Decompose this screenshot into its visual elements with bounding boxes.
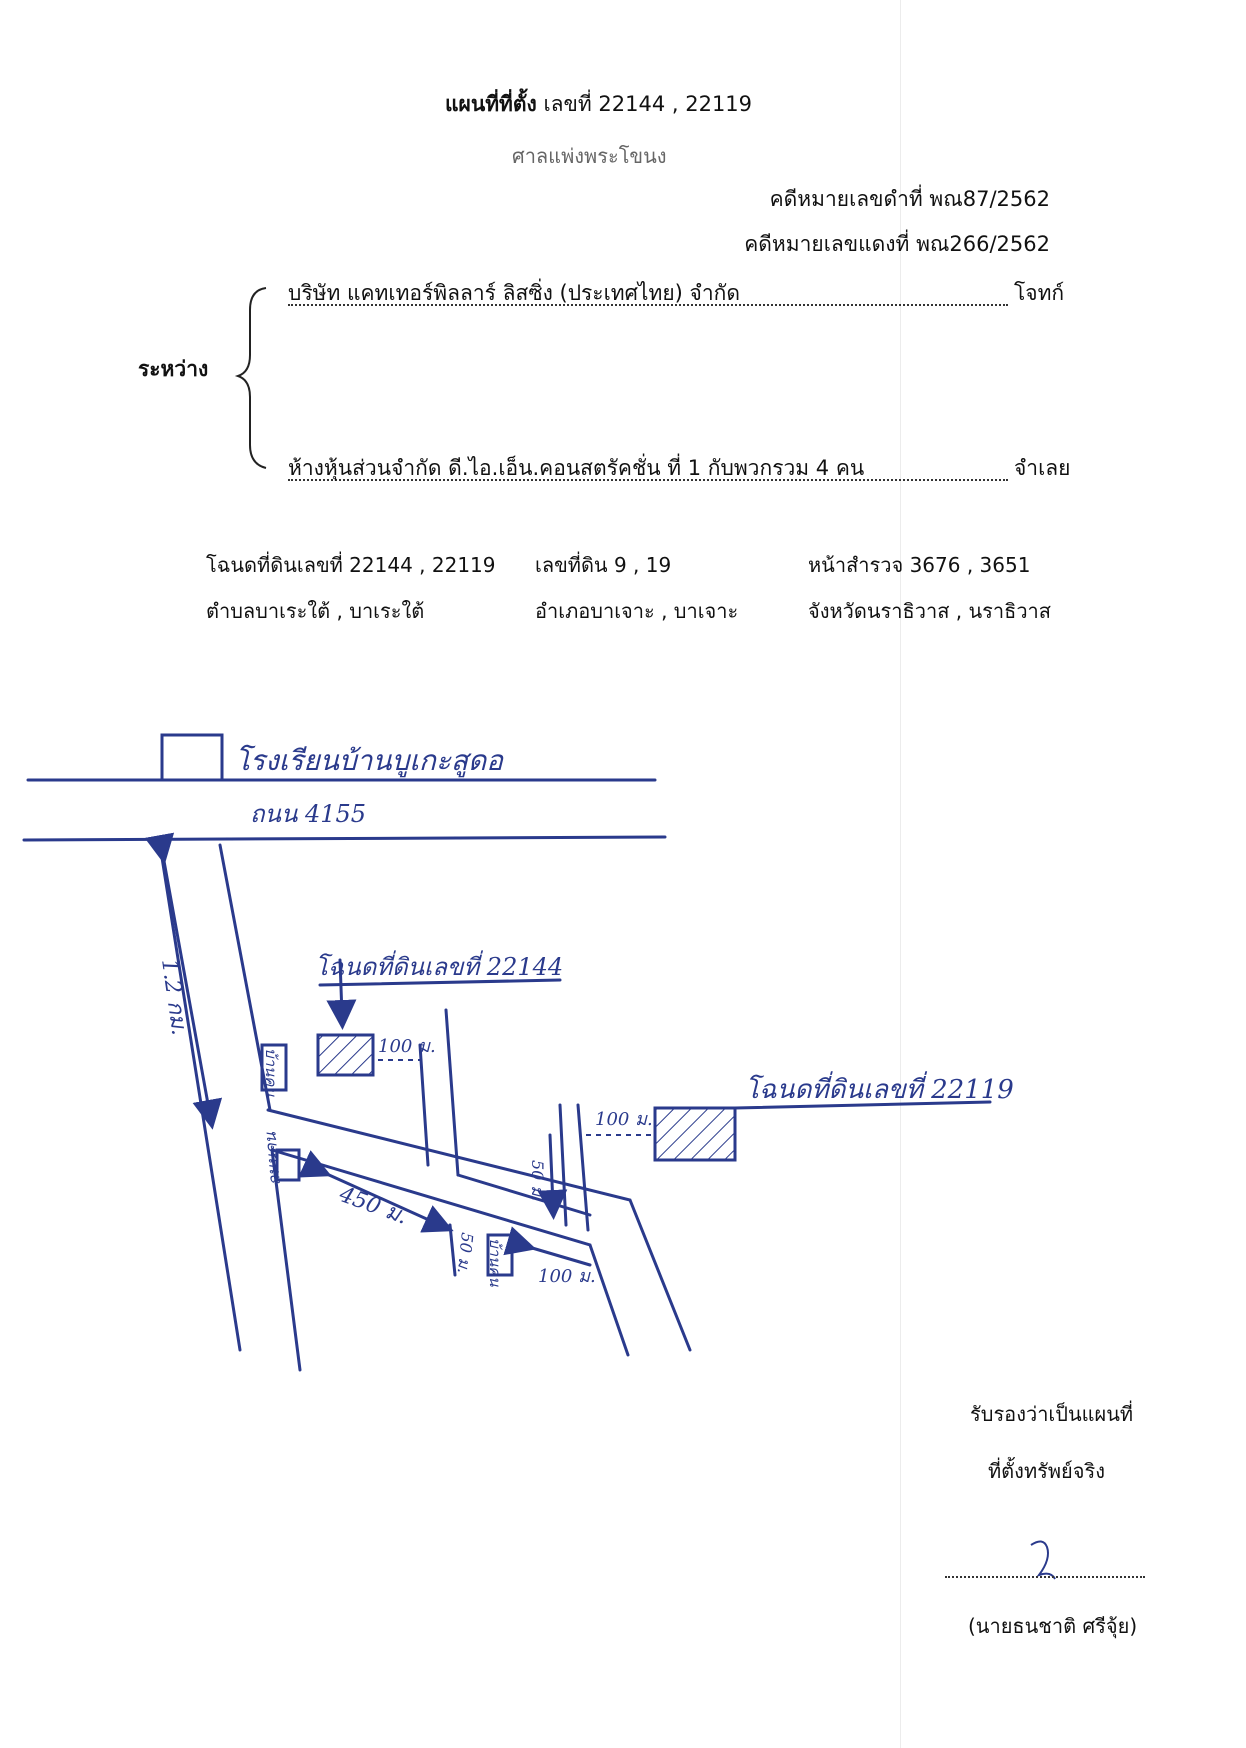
party-brace [234,287,267,469]
deed-22144-label: โฉนดที่ดินเลขที่ 22144 [315,950,563,981]
parcel-22144 [316,1033,375,1077]
plaintiff-line: บริษัท แคทเทอร์พิลลาร์ ลิสซิ่ง (ประเทศไท… [288,283,1008,306]
paper-fold-line [900,0,901,1748]
school-label: โรงเรียนบ้านบูเกะสูดอ [235,744,504,778]
road-4155-label: ถนน 4155 [250,800,366,828]
land-number: เลขที่ดิน 9 , 19 [535,553,672,577]
handwritten-signature [1030,1540,1056,1580]
parcel-22119 [653,1106,737,1162]
side-lane-1-left [418,1043,430,1167]
side-lane-1-right [444,1008,460,1177]
underline-deed-22144 [318,978,562,987]
distance-100m-b: 100 ม. [595,1109,653,1130]
diagonal-road-top-edge [266,1108,692,1352]
province: จังหวัดนราธิวาส , นราธิวาส [808,599,1051,623]
district: อำเภอบาเจาะ , บาเจาะ [535,599,739,623]
map-title-number: เลขที่ 22144 , 22119 [543,92,753,116]
arrow-50m-a [537,1133,568,1220]
arrow-450m [298,1150,454,1233]
plaintiff-role: โจทก์ [1014,281,1065,305]
descending-road-right-edge-lower [270,1148,302,1372]
house-box-a [260,1043,288,1092]
red-case-number: คดีหมายเลขแดงที่ พณ266/2562 [744,232,1050,256]
house-label-a: บ้านคน [262,1048,280,1097]
descending-road-left-edge [158,843,242,1352]
diagonal-road-bottom-edge [270,1148,630,1357]
distance-100m-c: 100 ม. [538,1266,596,1287]
subdistrict: ตำบลบาเระใต้ , บาเระใต้ [206,599,425,623]
connector-road [456,1173,592,1217]
underline-deed-22119 [733,1100,992,1110]
deed-22119-label: โฉนดที่ดินเลขที่ 22119 [745,1071,1014,1105]
pointer-deed-22144 [326,958,357,1030]
bottom-road-label: ถนนคน [260,1131,284,1187]
distance-50m-b: 50 ม. [454,1232,477,1275]
side-lane-2-right [576,1103,590,1232]
school-building [160,733,224,782]
defendant-role: จำเลย [1014,456,1071,480]
signer-name: (นายธนชาติ ศรีจุ้ย) [968,1614,1138,1638]
arrow-1-2km [144,832,223,1130]
signature-line [945,1576,1145,1578]
map-title: แผนที่ที่ตั้ง [445,92,537,116]
defendant-line: ห้างหุ้นส่วนจำกัด ดี.ไอ.เอ็น.คอนสตรัคชั่… [288,458,1008,481]
distance-100m-a: 100 ม. [378,1036,436,1057]
court-name: ศาลแพ่งพระโขนง [512,144,667,168]
road-4155-bottom-edge [22,835,667,842]
certify-line-2: ที่ตั้งทรัพย์จริง [988,1459,1105,1483]
between-label: ระหว่าง [138,357,209,381]
map-title-line: แผนที่ที่ตั้ง เลขที่ 22144 , 22119 [445,94,752,115]
deed-number: โฉนดที่ดินเลขที่ 22144 , 22119 [206,553,496,577]
arrow-100m-c [503,1226,592,1267]
arrow-50m-b [448,1223,457,1277]
certify-line-1: รับรองว่าเป็นแผนที่ [970,1402,1134,1426]
distance-50m-a: 50 ม. [528,1160,547,1201]
defendant-name: ห้างหุ้นส่วนจำกัด ดี.ไอ.เอ็น.คอนสตรัคชั่… [288,458,1008,481]
plaintiff-name: บริษัท แคทเทอร์พิลลาร์ ลิสซิ่ง (ประเทศไท… [288,283,1008,306]
house-label-b: บ้านคน [486,1238,504,1287]
black-case-number: คดีหมายเลขดำที่ พณ87/2562 [769,187,1050,211]
survey-page: หน้าสำรวจ 3676 , 3651 [808,553,1031,577]
distance-1-2km: 1.2 กม. [156,957,191,1037]
